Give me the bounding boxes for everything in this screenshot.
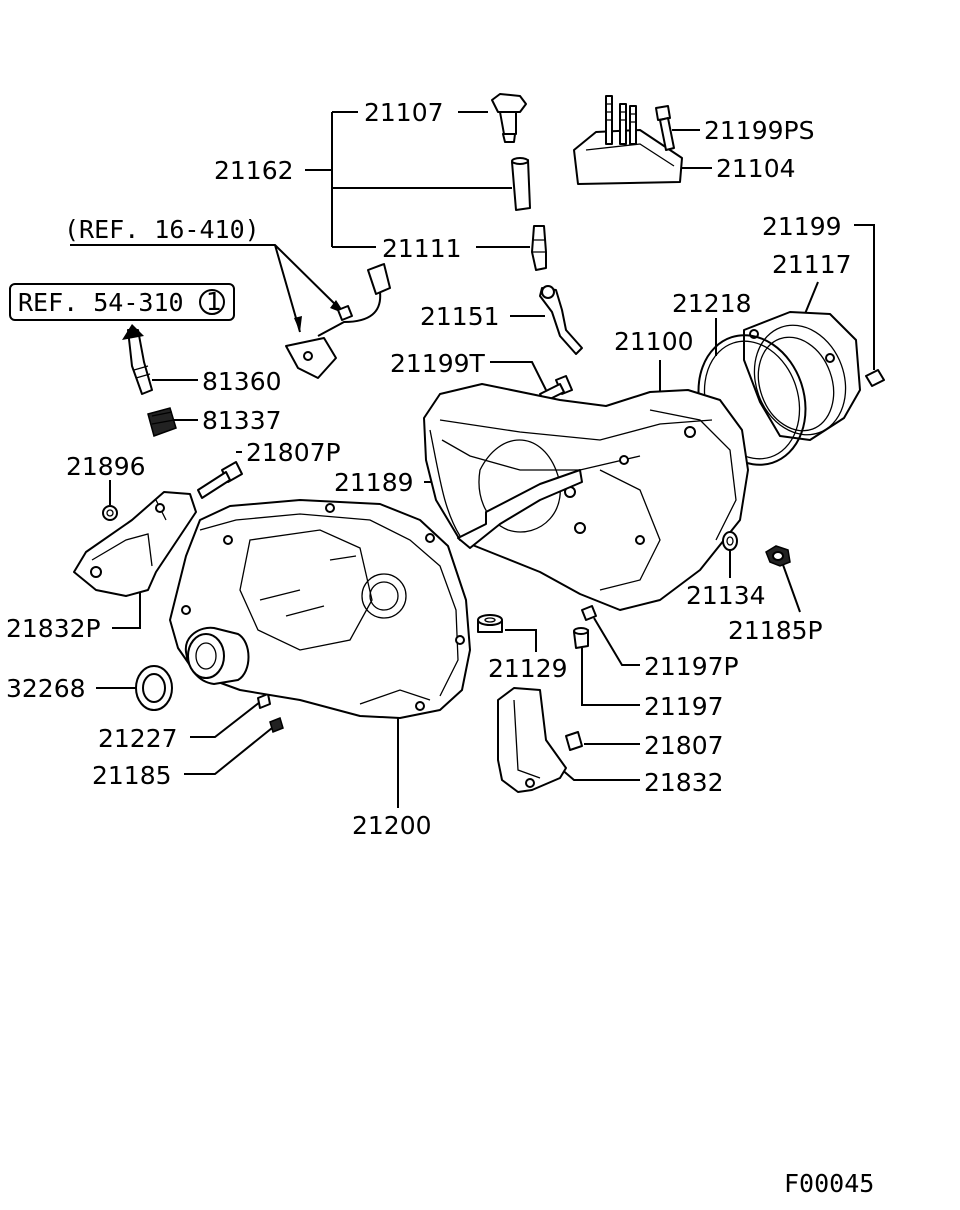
- speedometer-gear-part: [147, 407, 177, 437]
- part-labels: 21107 21162 21111 21199PS 21104 21199 21…: [6, 98, 852, 840]
- label-21107: 21107: [364, 98, 444, 127]
- clutch-housing-part: [169, 499, 471, 719]
- washer-part: [722, 531, 738, 551]
- ref-number: 1: [206, 287, 222, 316]
- nut-part: [102, 505, 118, 521]
- leader-lines: [70, 111, 875, 808]
- label-21199PS: 21199PS: [704, 116, 814, 145]
- label-21227: 21227: [98, 724, 178, 753]
- bushing-part: [477, 614, 503, 633]
- small-plugs-part: [257, 693, 284, 734]
- label-21129: 21129: [488, 654, 568, 683]
- bracket-bolt-part: [655, 105, 675, 151]
- transmission-case-part: [423, 383, 749, 611]
- label-21185P: 21185P: [728, 616, 823, 645]
- bolt-part: [565, 731, 583, 751]
- drain-plug-part: [765, 545, 791, 567]
- label-21151: 21151: [420, 302, 500, 331]
- label-21807: 21807: [644, 731, 724, 760]
- label-21100: 21100: [614, 327, 694, 356]
- ref-number-circle: [199, 289, 225, 315]
- ref-54-310-callout[interactable]: REF. 54-310 1: [9, 283, 235, 321]
- harness-connector-part: [285, 263, 391, 379]
- oil-seal-part: [135, 665, 173, 711]
- figure-code: F00045: [784, 1169, 874, 1198]
- ref-54-310-label: REF. 54-310: [18, 288, 184, 317]
- housing-bolt-part: [865, 369, 885, 387]
- label-81360: 81360: [202, 367, 282, 396]
- label-32268: 32268: [6, 674, 86, 703]
- dowel-pins-part: [573, 605, 597, 649]
- vent-hose-part: [511, 157, 531, 211]
- ref-16-410-label[interactable]: (REF. 16-410): [64, 215, 260, 244]
- vent-plug-part: [491, 93, 527, 143]
- rear-bracket-part: [497, 687, 567, 793]
- label-21896: 21896: [66, 452, 146, 481]
- vent-fitting-part: [531, 225, 547, 271]
- label-21197: 21197: [644, 692, 724, 721]
- label-21832P: 21832P: [6, 614, 101, 643]
- ref-54-310-box: [9, 283, 235, 321]
- label-21832: 21832: [644, 768, 724, 797]
- label-21218: 21218: [672, 289, 752, 318]
- label-21199: 21199: [762, 212, 842, 241]
- label-21807P: 21807P: [246, 438, 341, 467]
- label-21104: 21104: [716, 154, 796, 183]
- label-21199T: 21199T: [390, 349, 486, 378]
- label-21185: 21185: [92, 761, 172, 790]
- speedometer-driven-gear-part: [122, 324, 153, 395]
- mount-bracket-p-part: [73, 491, 197, 597]
- breather-pipe-part: [539, 285, 583, 355]
- label-21117: 21117: [772, 250, 852, 279]
- bracket-bolt-p-part: [197, 461, 243, 499]
- label-21111: 21111: [382, 234, 462, 263]
- label-21134: 21134: [686, 581, 766, 610]
- label-21200: 21200: [352, 811, 432, 840]
- label-21197P: 21197P: [644, 652, 739, 681]
- label-81337: 81337: [202, 406, 282, 435]
- label-21189: 21189: [334, 468, 414, 497]
- mount-bracket-part: [573, 95, 683, 185]
- shield-plate-part: [457, 469, 583, 549]
- label-21162: 21162: [214, 156, 294, 185]
